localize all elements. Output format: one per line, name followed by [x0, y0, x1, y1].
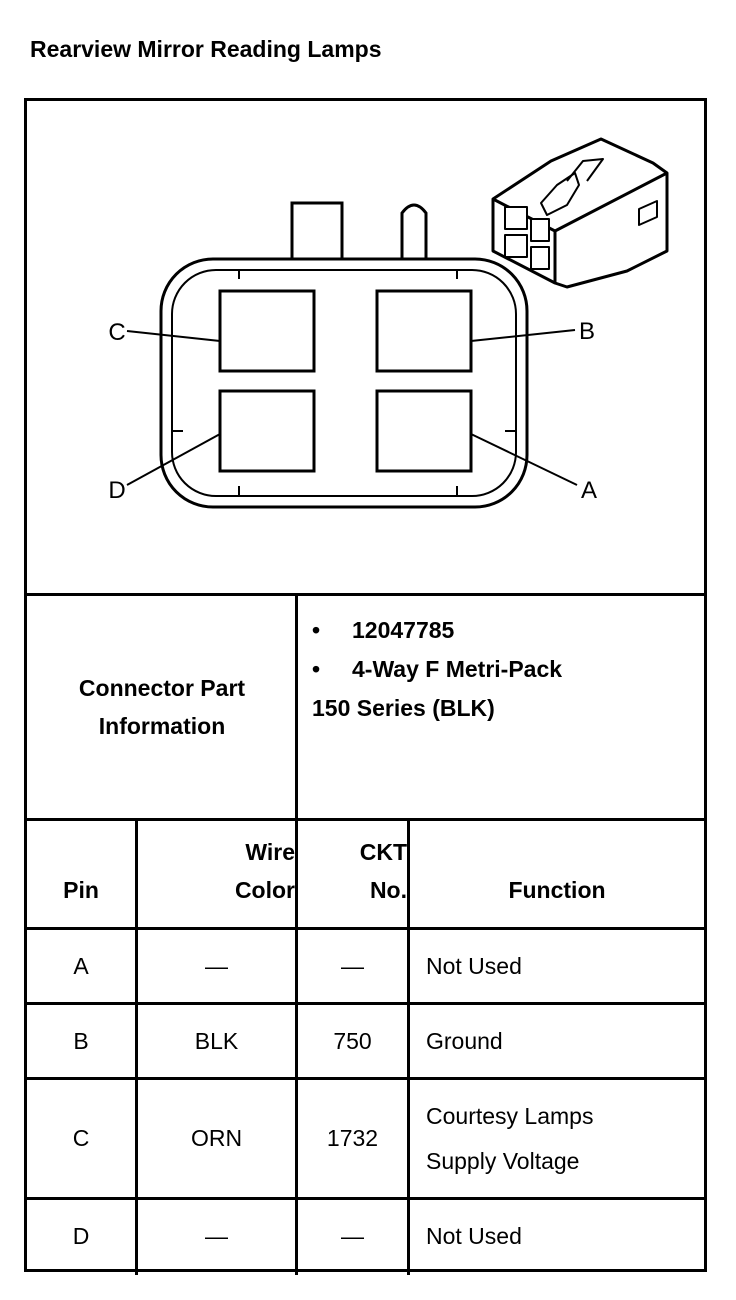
cavity-a — [375, 389, 473, 473]
leader-d — [126, 433, 221, 486]
header-function: Function — [508, 877, 606, 903]
pin-label-c: C — [108, 319, 125, 346]
pin-label-a: A — [581, 477, 597, 504]
connector-diagram: C B D A — [108, 137, 669, 509]
table-row: B — [73, 1027, 89, 1054]
function-cell: Courtesy Lamps Supply Voltage — [426, 1102, 594, 1174]
function-cell: Not Used — [426, 1222, 522, 1249]
leader-b — [470, 329, 576, 342]
table-row: A — [73, 952, 89, 979]
table-row: C — [72, 1125, 90, 1151]
ckt-cell: — — [341, 952, 364, 979]
table-row: D — [72, 1222, 90, 1249]
cavity-d — [218, 389, 316, 473]
leader-a — [470, 433, 578, 486]
leader-c — [126, 330, 221, 342]
header-wire-color: Wire Color — [234, 839, 295, 903]
wire-color-cell: — — [205, 952, 228, 979]
ckt-cell: 1732 — [326, 1125, 379, 1151]
cavity-b — [375, 289, 473, 373]
wire-color-cell: — — [205, 1222, 228, 1249]
latch-tab — [290, 201, 344, 265]
wire-color-cell: BLK — [194, 1027, 239, 1054]
function-cell: Ground — [426, 1027, 503, 1054]
function-cell: Not Used — [426, 952, 522, 979]
ckt-cell: 750 — [333, 1027, 372, 1054]
part-number-item: • 12047785 — [312, 617, 455, 643]
part-series-line: 150 Series (BLK) — [312, 695, 495, 721]
connector-table: C B D A Connector Part Information • 120… — [24, 98, 707, 1275]
connector-3d-thumbnail — [491, 137, 669, 289]
header-ckt-no: CKT No. — [359, 839, 407, 903]
ckt-cell: — — [341, 1222, 364, 1249]
pin-label-b: B — [579, 318, 595, 345]
part-type-item: • 4-Way F Metri-Pack — [312, 656, 563, 682]
page-title: Rearview Mirror Reading Lamps — [30, 36, 382, 62]
lock-tab — [400, 203, 428, 263]
wire-color-cell: ORN — [190, 1125, 243, 1151]
part-info-label: Connector Part Information — [78, 675, 246, 739]
cavity-c — [218, 289, 316, 373]
header-pin: Pin — [63, 877, 99, 903]
part-info-details: • 12047785 • 4-Way F Metri-Pack 150 Seri… — [312, 611, 562, 728]
pin-label-d: D — [108, 477, 125, 504]
